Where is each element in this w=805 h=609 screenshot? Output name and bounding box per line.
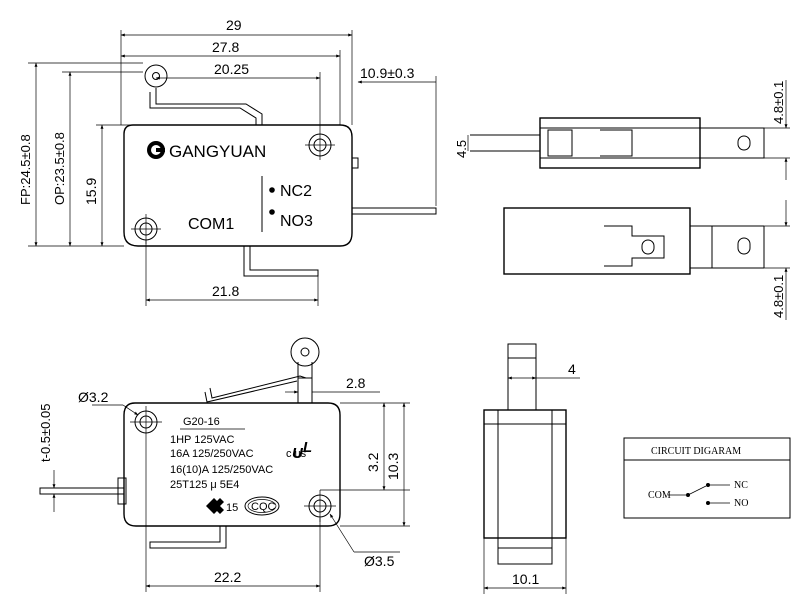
switch-body xyxy=(123,124,353,247)
dim-29: 29 xyxy=(226,17,242,33)
top-view: GANGYUAN NC2 NO3 COM1 29 27.8 20.25 10.9… xyxy=(18,17,437,306)
dim-10-3: 10.3 xyxy=(385,453,401,480)
dim-hole-3-5: Ø3.5 xyxy=(364,553,395,569)
side-view-top: 4.5 4.8±0.1 xyxy=(454,80,790,180)
dim-27-8: 27.8 xyxy=(212,39,239,55)
circuit-diagram: CIRCUIT DIGARAM COM NC NO xyxy=(623,437,791,519)
dim-10-1: 10.1 xyxy=(512,571,539,587)
dim-op: OP:23.5±0.8 xyxy=(52,132,67,205)
rating-4: 25T125 μ 5E4 xyxy=(170,479,239,491)
model-label: G20-16 xyxy=(183,416,220,428)
terminal-bottom xyxy=(243,246,319,277)
mounting-hole-top-right xyxy=(305,130,335,160)
svg-text:CQC: CQC xyxy=(251,501,276,513)
bottom-view: G20-16 1HP 125VAC 16A 125/250VAC 16(10)A… xyxy=(38,337,410,592)
circuit-com: COM xyxy=(648,490,671,501)
dim-4: 4 xyxy=(568,361,576,377)
brand-name: GANGYUAN xyxy=(169,142,266,161)
circuit-no: NO xyxy=(734,498,748,509)
dim-2-8: 2.8 xyxy=(346,375,366,391)
circuit-nc: NC xyxy=(734,480,748,491)
svg-text:c us: c us xyxy=(286,448,307,460)
roller xyxy=(144,64,168,88)
svg-text:L: L xyxy=(303,439,312,456)
svg-text:15: 15 xyxy=(226,502,238,514)
terminal-right xyxy=(352,207,437,215)
ce-mark-icon: 15 xyxy=(206,498,238,514)
end-view: 4 10.1 xyxy=(483,343,580,594)
dim-15-9: 15.9 xyxy=(83,178,99,205)
dim-21-8: 21.8 xyxy=(212,283,239,299)
dim-20-25: 20.25 xyxy=(214,61,249,77)
actuator-lever xyxy=(155,88,263,125)
dim-fp: FP:24.5±0.8 xyxy=(18,134,33,205)
ul-mark-icon: U L c us xyxy=(286,439,312,462)
label-com: COM1 xyxy=(188,216,234,233)
label-nc: NC2 xyxy=(280,183,312,200)
gangyuan-logo-icon xyxy=(147,141,165,159)
dim-4-8-bottom: 4.8±0.1 xyxy=(771,275,786,318)
dim-hole-3-2: Ø3.2 xyxy=(78,389,109,405)
dim-4-8-top: 4.8±0.1 xyxy=(771,81,786,124)
switch-body-bottom xyxy=(123,402,341,527)
rating-1: 1HP 125VAC xyxy=(170,434,234,446)
cqc-mark-icon: CQC xyxy=(244,496,280,516)
dim-22-2: 22.2 xyxy=(214,569,241,585)
mounting-hole-left xyxy=(130,406,162,438)
dim-thickness: t-0.5±0.05 xyxy=(38,404,53,462)
rating-3: 16(10)A 125/250VAC xyxy=(170,464,273,476)
dim-4-5: 4.5 xyxy=(454,140,469,158)
dim-10-9: 10.9±0.3 xyxy=(360,65,415,81)
side-view-bottom: 4.8±0.1 xyxy=(503,200,790,320)
dim-3-2-v: 3.2 xyxy=(365,452,381,472)
roller-bottom xyxy=(290,337,320,367)
rating-2: 16A 125/250VAC xyxy=(170,448,254,460)
label-no: NO3 xyxy=(280,213,313,230)
svg-text:U: U xyxy=(292,445,304,462)
circuit-title: CIRCUIT DIGARAM xyxy=(651,446,741,457)
mounting-hole-right xyxy=(304,490,336,522)
